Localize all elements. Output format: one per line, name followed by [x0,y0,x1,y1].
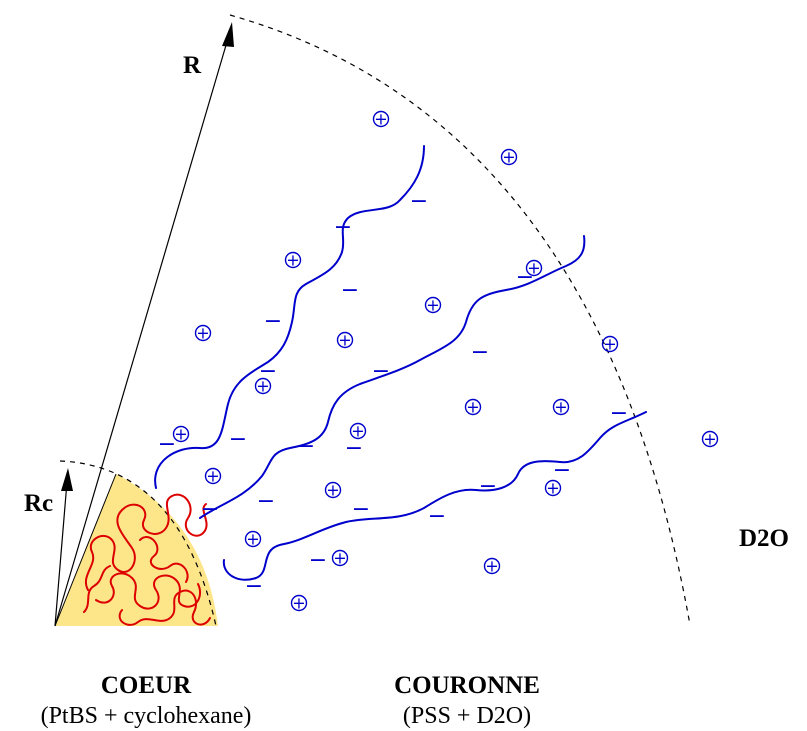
radius-R-arrow [54,22,234,627]
svg-text:+: + [326,481,339,500]
counterion-plus: + [331,549,349,568]
svg-text:+: + [333,549,346,568]
counterion-plus: + [254,377,272,396]
svg-text:+: + [206,467,219,486]
corona-boundary [229,14,691,626]
core-polymer-chains [83,493,211,626]
svg-text:+: + [703,430,716,449]
counterion-plus: + [349,422,367,441]
negative-charge: − [309,548,327,573]
counterion-plus: + [372,110,390,129]
negative-charge: − [334,215,352,240]
negative-charge: − [257,489,275,514]
svg-text:+: + [554,398,567,417]
counterion-plus: + [284,251,302,270]
svg-text:+: + [603,335,616,354]
svg-text:+: + [351,422,364,441]
corona-chain [154,145,425,489]
negative-charge: − [553,458,571,483]
corona-chain [222,411,647,581]
counterion-plus: + [324,481,342,500]
radius-label-Rc: Rc [24,490,54,517]
solvent-label: D2O [739,525,789,552]
core-composition: (PtBS + cyclohexane) [40,703,252,729]
negative-charge: − [264,309,282,334]
negative-charge: − [471,340,489,365]
counterion-plus: + [194,324,212,343]
svg-text:+: + [196,324,209,343]
counterion-plus: + [601,335,619,354]
counterion-plus: + [424,296,442,315]
svg-text:+: + [174,425,187,444]
negative-charge: − [229,427,247,452]
counterion-plus: + [172,425,190,444]
negative-charge: − [428,504,446,529]
radius-label-R: R [183,52,202,79]
core-title: COEUR [100,672,192,699]
counterion-plus: + [483,557,501,576]
svg-text:+: + [426,296,439,315]
counterion-plus: + [552,398,570,417]
negative-charge: − [610,401,628,426]
negative-charge: − [297,434,315,459]
counterion-plus: + [701,430,719,449]
svg-text:+: + [292,594,305,613]
corona-polymer-chains [154,145,647,581]
counterion-plus: + [464,398,482,417]
svg-text:+: + [527,259,540,278]
core-boundary [59,460,217,627]
svg-text:+: + [286,251,299,270]
svg-text:+: + [374,110,387,129]
negative-charge: − [479,474,497,499]
counterion-plus: + [290,594,308,613]
corona-title: COURONNE [394,672,540,699]
counterion-plus: + [500,148,518,167]
counterion-plus: + [525,259,543,278]
svg-text:+: + [546,479,559,498]
counterion-plus: + [244,530,262,549]
negative-charge: − [259,359,277,384]
svg-text:+: + [485,557,498,576]
corona-chain [199,235,586,519]
negative-charge: − [372,359,390,384]
negative-charge: − [352,497,370,522]
negative-charge: − [245,574,263,599]
negative-charge: − [341,278,359,303]
negative-charge: − [345,436,363,461]
counterion-plus: + [204,467,222,486]
svg-text:+: + [466,398,479,417]
radius-Rc-arrow [54,468,73,627]
charge-symbols: − − − − − − − − − − − − − − − − − − − − − [158,189,628,599]
svg-text:+: + [256,377,269,396]
negative-charge: − [516,265,534,290]
svg-text:+: + [246,530,259,549]
core-region [55,474,218,626]
svg-text:+: + [338,331,351,350]
corona-composition: (PSS + D2O) [402,703,532,729]
counterion-plus: + [336,331,354,350]
counterion-plus: + [544,479,562,498]
svg-text:+: + [502,148,515,167]
core-edge-line [54,473,117,627]
negative-charge: − [410,189,428,214]
negative-charge: − [158,432,176,457]
counterions: + + + + + + + + + + + + + + + + + + + + + [172,110,719,613]
negative-charge: − [201,497,219,522]
